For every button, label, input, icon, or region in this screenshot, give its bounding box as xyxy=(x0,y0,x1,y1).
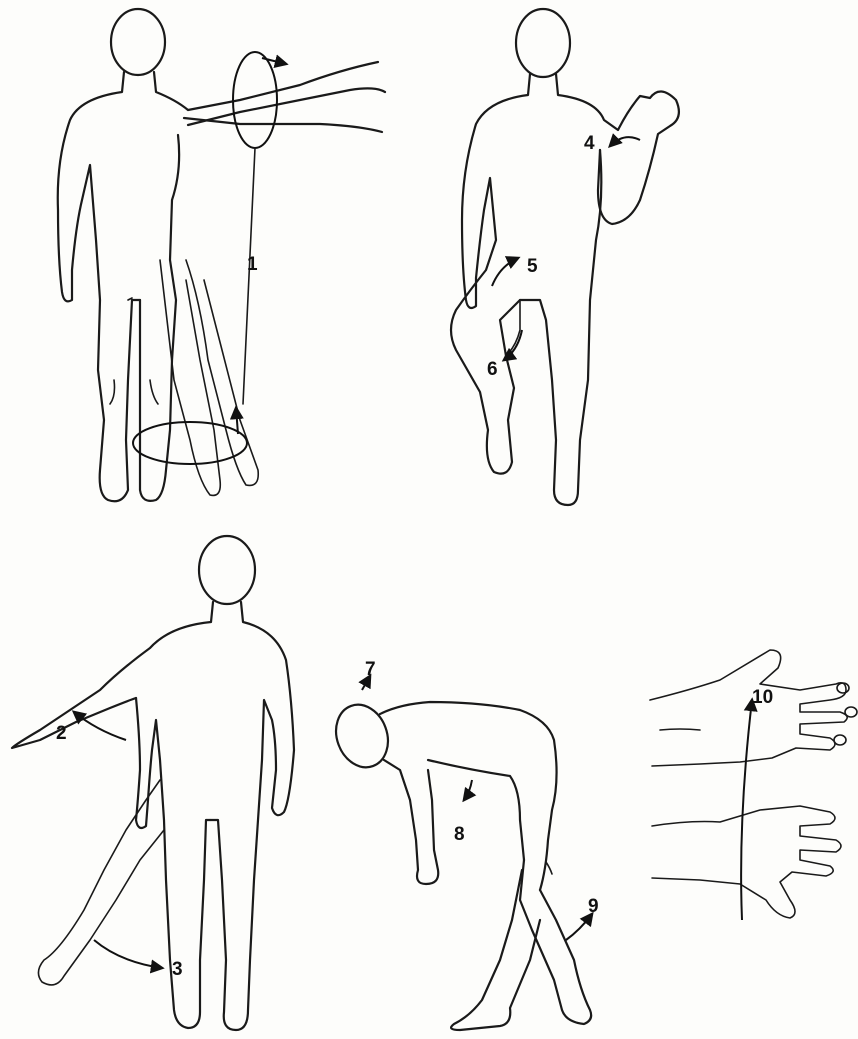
label-1: 1 xyxy=(247,254,258,275)
label-2: 2 xyxy=(56,723,67,744)
label-4: 4 xyxy=(584,133,595,154)
label-3: 3 xyxy=(172,959,183,980)
label-7: 7 xyxy=(365,659,376,680)
figure-hand-rotation: 10 xyxy=(650,650,857,920)
label-5: 5 xyxy=(527,256,538,277)
label-9: 9 xyxy=(588,896,599,917)
label-6: 6 xyxy=(487,359,498,380)
label-8: 8 xyxy=(454,824,465,845)
figure-front-arm-raise: 1 xyxy=(58,9,385,501)
label-10: 10 xyxy=(752,687,773,708)
figure-back-flexion: 4 5 6 xyxy=(451,9,679,505)
figure-bending: 7 8 9 xyxy=(328,659,599,1030)
figure-front-abduction: 2 3 xyxy=(12,536,294,1030)
